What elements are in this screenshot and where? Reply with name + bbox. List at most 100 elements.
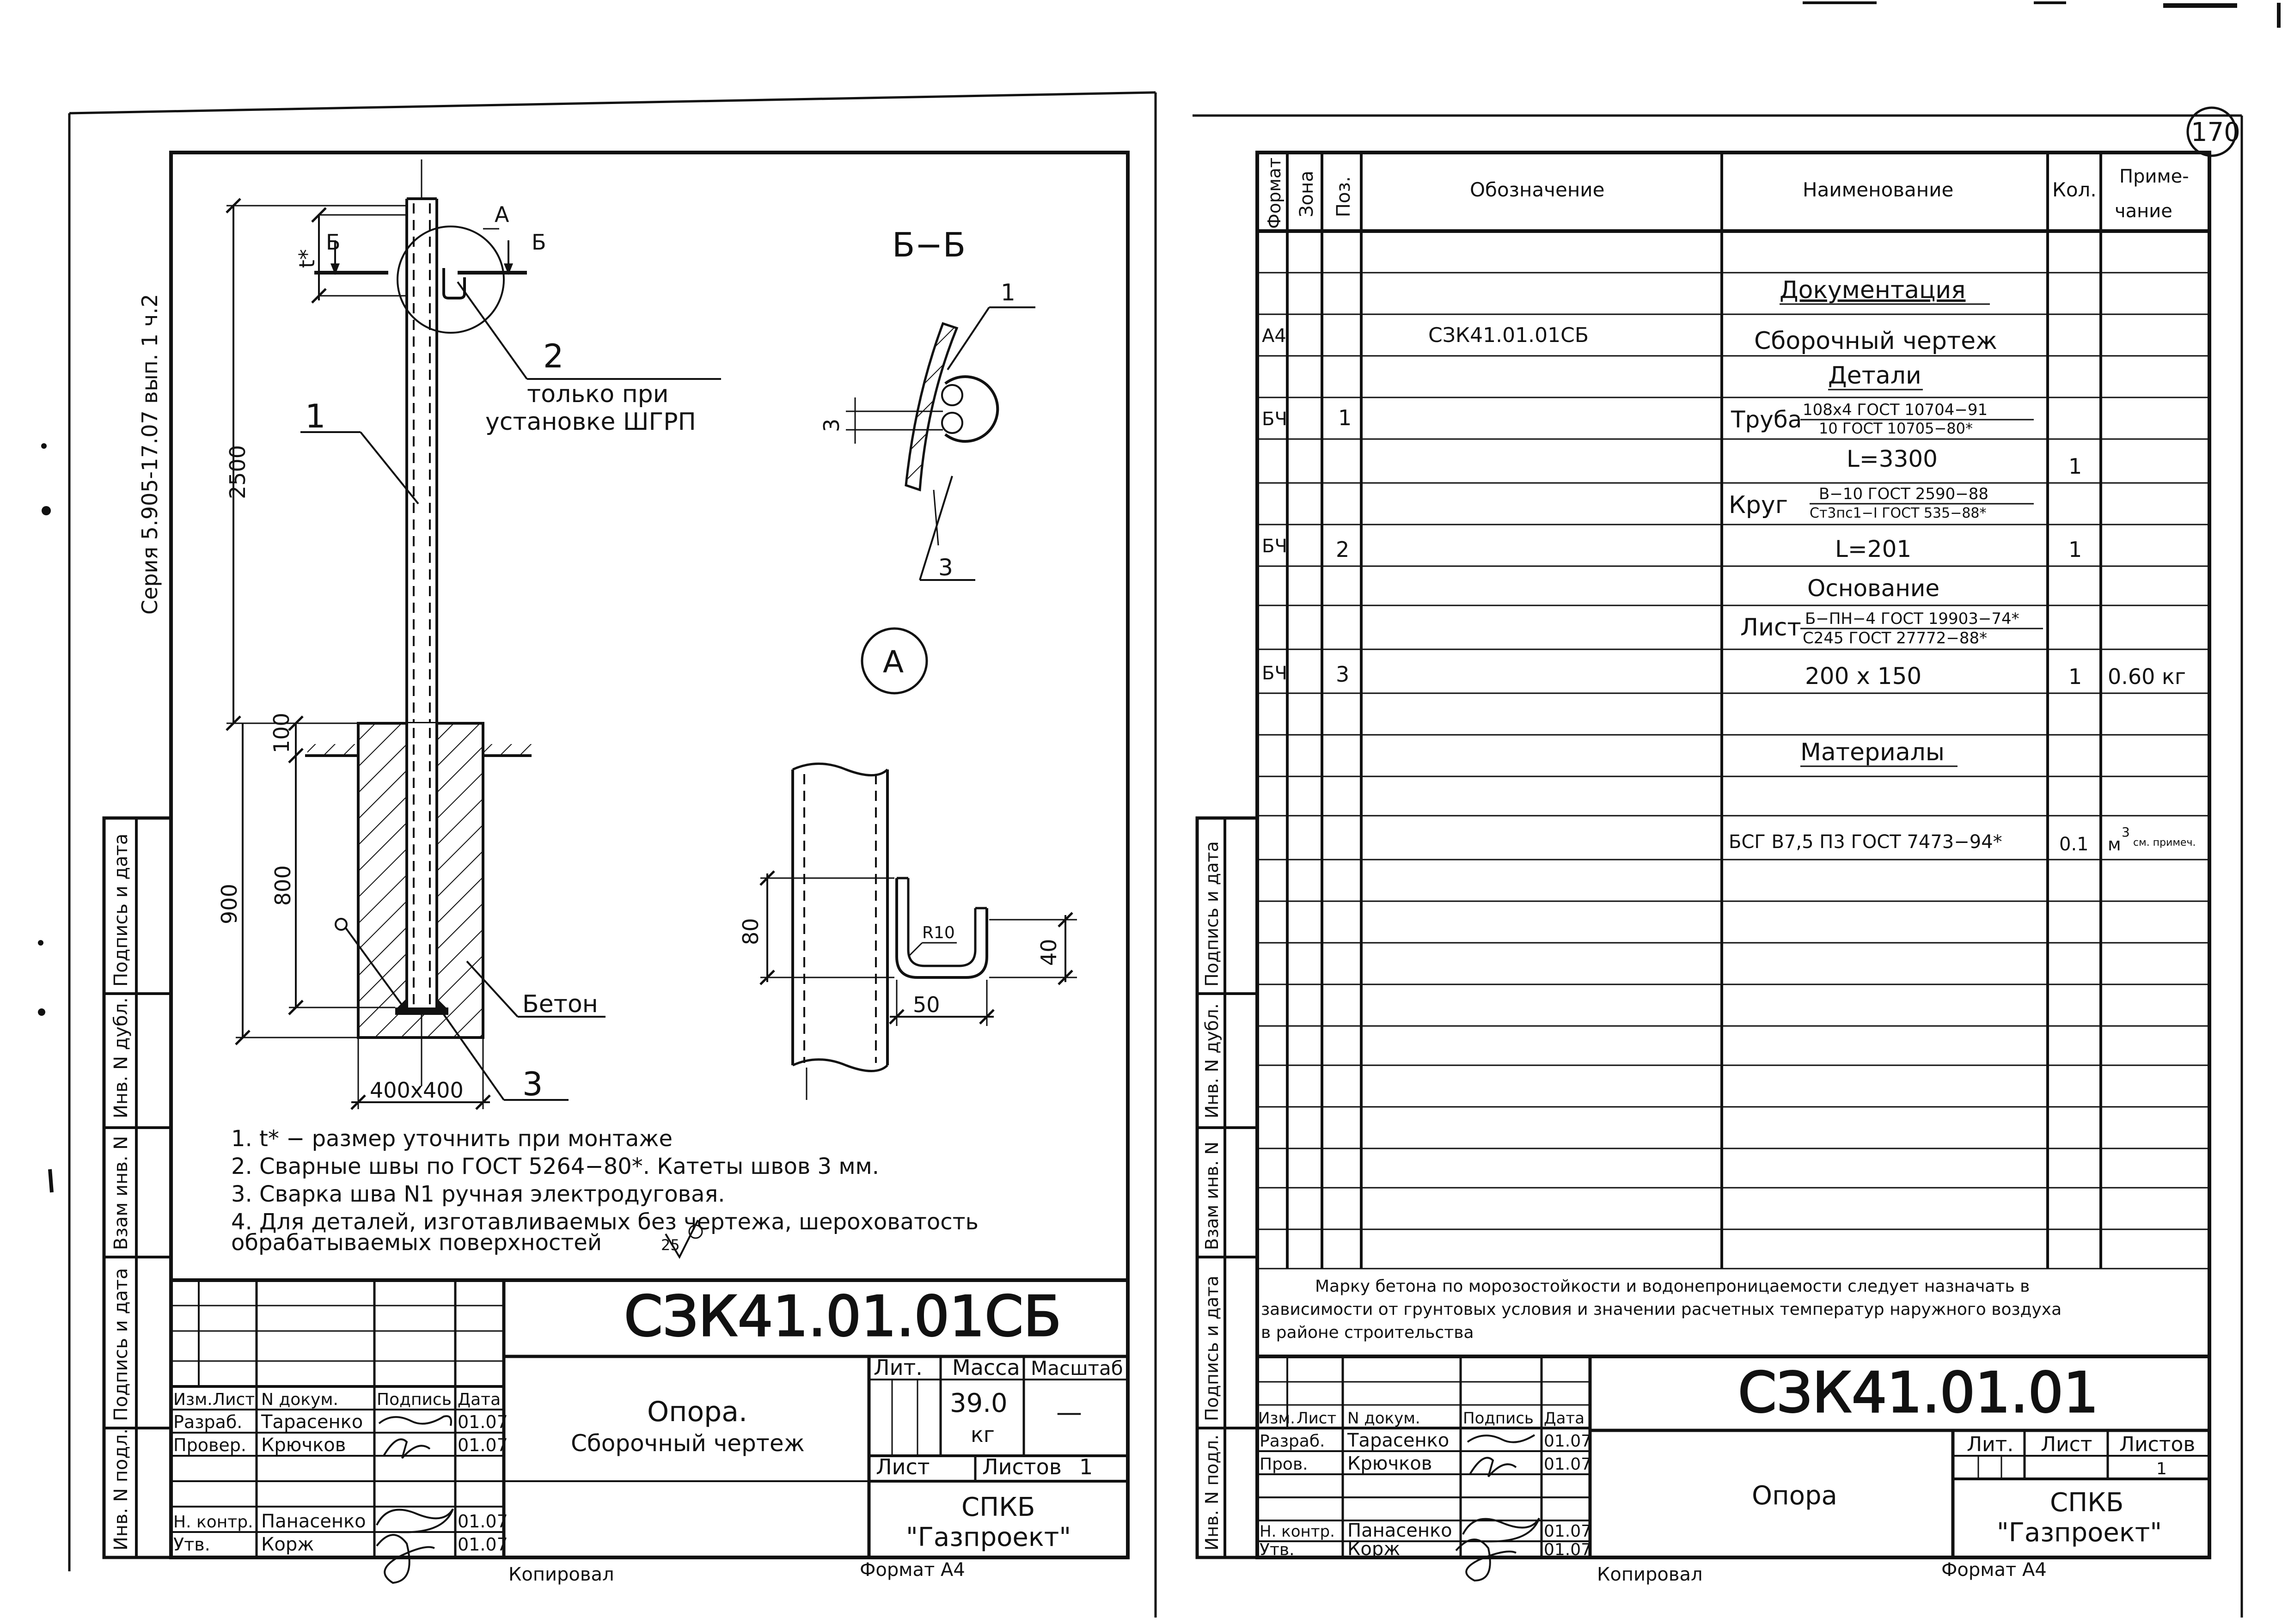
left-margin-strip: Подпись и дата Инв. N дубл. Взам инв. N … <box>102 816 173 1559</box>
p3-note: 0.60 кг <box>2108 664 2186 689</box>
right-sheet: 170 Подпись и дата Инв. N дубл. Взам инв… <box>1193 106 2243 1618</box>
right-doc-code: СЗК41.01.01 <box>1738 1361 2098 1425</box>
note-pos2-line2: установке ШГРП <box>485 408 696 436</box>
dim-80: 80 <box>738 918 763 945</box>
signature-utv <box>376 1534 435 1584</box>
mat-unit-sup: 3 <box>2122 824 2130 840</box>
left-org-line1: СПКБ <box>961 1492 1035 1522</box>
dim-900: 900 <box>217 884 242 924</box>
r-margin-label-replace-inv: Взам инв. N <box>1202 1142 1222 1250</box>
p3-qty: 1 <box>2068 664 2082 689</box>
left-hdr-list: Лист <box>213 1390 255 1409</box>
right-sheet-label: Лист <box>2041 1433 2092 1456</box>
notes-block: 1. t* − размер уточнить при монтаже 2. С… <box>231 1126 979 1259</box>
roughness-icon <box>665 1220 699 1259</box>
doc-code: СЗК41.01.01СБ <box>1428 324 1589 347</box>
signature-nkontr-r <box>1462 1517 1540 1543</box>
p2-bottom: Ст3пс1−I ГОСТ 535−88* <box>1810 505 1987 521</box>
right-org-line2: "Газпроект" <box>1997 1518 2162 1548</box>
signature-prov-r <box>1469 1457 1517 1477</box>
left-sheet-label: Лист <box>876 1454 930 1479</box>
dim-100: 100 <box>269 713 294 753</box>
left-hdr-doc: N докум. <box>261 1390 338 1409</box>
left-date-3: 01.07 <box>458 1534 508 1555</box>
right-org-line1: СПКБ <box>2050 1488 2123 1518</box>
left-hdr-date: Дата <box>458 1390 501 1409</box>
p1-top: 108x4 ГОСТ 10704−91 <box>1803 401 1988 419</box>
left-scale-value: — <box>1056 1398 1082 1428</box>
p3-pos: 3 <box>1336 662 1349 687</box>
concrete-label: Бетон <box>522 990 598 1018</box>
signature-prover <box>383 1438 431 1459</box>
left-date-0: 01.07 <box>458 1412 508 1432</box>
left-sheets-label: Листов <box>982 1454 1062 1479</box>
p1-bottom: 10 ГОСТ 10705−80* <box>1819 420 1973 437</box>
spec-row-lines <box>1257 272 2209 1270</box>
dim-r10: R10 <box>922 923 955 942</box>
hdr-qty: Кол. <box>2052 178 2097 201</box>
dim-800: 800 <box>270 865 295 906</box>
left-format-label: Формат А4 <box>860 1559 965 1581</box>
signature-razrab-r <box>1467 1434 1535 1443</box>
right-name-2: Панасенко <box>1347 1520 1452 1541</box>
pos-2-label: 2 <box>543 337 564 375</box>
right-name-0: Тарасенко <box>1347 1430 1449 1451</box>
left-hdr-izm: Изм. <box>173 1390 213 1409</box>
section-mark-right: Б <box>532 230 546 255</box>
left-role-1: Провер. <box>173 1435 246 1455</box>
series-label: Серия 5.905-17.07 вып. 1 ч.2 <box>137 294 162 615</box>
note-2: 2. Сварные швы по ГОСТ 5264−80*. Катеты … <box>231 1154 879 1179</box>
left-role-0: Разраб. <box>173 1412 242 1432</box>
margin-label-replace-inv: Взам инв. N <box>110 1136 132 1250</box>
right-hdr-list: Лист <box>1297 1409 1336 1428</box>
dim-40: 40 <box>1036 939 1061 966</box>
r-margin-label-sign-date-2: Подпись и дата <box>1202 1276 1222 1421</box>
section-pos-1: 1 <box>1001 279 1015 306</box>
note-4-cont: обрабатываемых поверхностей <box>231 1230 602 1256</box>
left-name-line2: Сборочный чертеж <box>571 1430 805 1457</box>
right-date-0: 01.07 <box>1544 1432 1591 1451</box>
p1-prefix: Труба <box>1731 406 1802 433</box>
right-lit-label: Лит. <box>1967 1433 2013 1456</box>
section-bb-view: Б−Б 3 1 3 <box>819 226 1035 581</box>
right-name-1: Крючков <box>1347 1453 1432 1474</box>
left-lit-label: Лит. <box>874 1355 923 1380</box>
p3-title: Основание <box>1807 575 1939 602</box>
page-number: 170 <box>2191 117 2240 147</box>
left-name-3: Корж <box>261 1534 314 1555</box>
signature-nkontr <box>376 1508 454 1533</box>
left-doc-code: СЗК41.01.01СБ <box>624 1285 1061 1349</box>
detail-a-view: A R10 80 <box>738 627 1077 1100</box>
right-hdr-doc: N докум. <box>1347 1409 1420 1428</box>
margin-label-inv-dup: Инв. N дубл. <box>110 997 132 1118</box>
note-1: 1. t* − размер уточнить при монтаже <box>231 1126 673 1152</box>
doc-format: А4 <box>1262 325 1286 347</box>
right-sheets-value: 1 <box>2156 1459 2167 1478</box>
right-role-3: Утв. <box>1260 1540 1295 1559</box>
mat-note: см. примеч. <box>2133 837 2196 849</box>
page-number-circle <box>2186 106 2237 157</box>
dim-50: 50 <box>913 992 940 1017</box>
margin-label-sign-date-1: Подпись и дата <box>110 834 132 987</box>
hdr-name: Наименование <box>1803 178 1953 201</box>
right-hdr-sign: Подпись <box>1463 1409 1534 1428</box>
right-copied-label: Копировал <box>1597 1564 1703 1585</box>
p3-bottom: С245 ГОСТ 27772−88* <box>1803 629 1987 647</box>
p3-format: БЧ <box>1262 663 1287 684</box>
concrete-note-2: зависимости от грунтовых условия и значе… <box>1261 1300 2062 1319</box>
right-name-3: Корж <box>1347 1539 1400 1560</box>
margin-label-inv-orig: Инв. N подл. <box>110 1429 132 1551</box>
p3-size: 200 x 150 <box>1805 663 1921 690</box>
p3-prefix: Лист <box>1740 614 1801 641</box>
right-format-label: Формат А4 <box>1941 1559 2047 1581</box>
p2-top: В−10 ГОСТ 2590−88 <box>1819 485 1988 503</box>
right-sheets-label: Листов <box>2119 1433 2195 1456</box>
section-materials: Материалы <box>1800 739 1945 766</box>
r-margin-label-inv-orig: Инв. N подл. <box>1202 1435 1222 1551</box>
p2-prefix: Круг <box>1729 491 1788 519</box>
section-dim-3: 3 <box>819 419 844 432</box>
note-3: 3. Сварка шва N1 ручная электродуговая. <box>231 1181 725 1207</box>
pole-elevation-view: 2500 100 800 900 400x400 <box>217 159 721 1110</box>
